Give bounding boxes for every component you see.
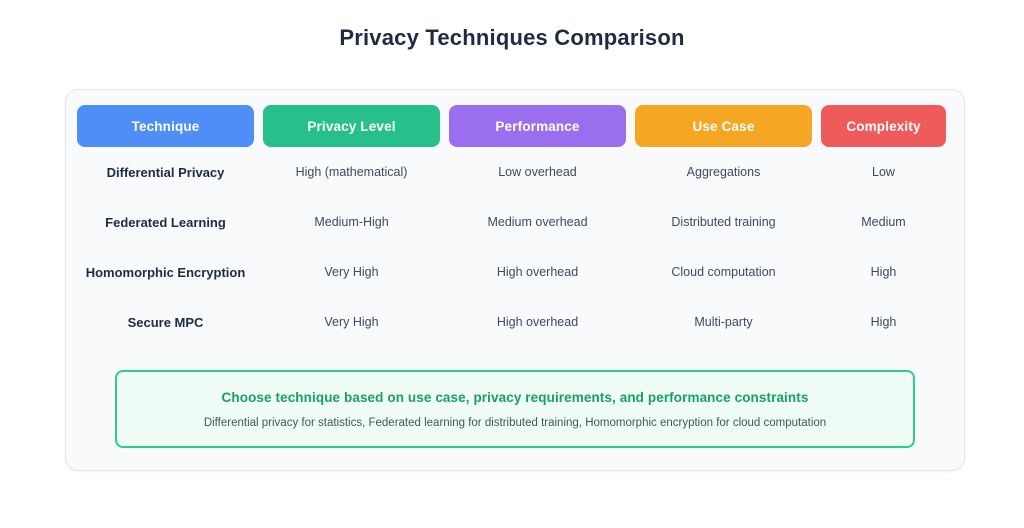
table-cell-privacy-level: High (mathematical) — [295, 165, 408, 179]
table-cell-technique: Differential Privacy — [106, 164, 225, 180]
table-cell-performance: High overhead — [496, 315, 579, 329]
recommendation-subtitle: Differential privacy for statistics, Fed… — [203, 416, 827, 429]
column-header-use-case-label: Use Case — [692, 118, 755, 134]
column-header-technique-label: Technique — [131, 118, 200, 134]
table-row: Secure MPC Very High High overhead Multi… — [77, 297, 955, 347]
page-title: Privacy Techniques Comparison — [339, 25, 685, 50]
table-cell-technique: Secure MPC — [127, 314, 204, 330]
column-header-performance[interactable]: Performance — [449, 105, 626, 147]
comparison-table: Technique Privacy Level Performance Use … — [77, 105, 955, 347]
column-header-privacy-level[interactable]: Privacy Level — [263, 105, 440, 147]
table-cell-privacy-level: Very High — [324, 265, 379, 279]
comparison-card: Technique Privacy Level Performance Use … — [65, 89, 965, 471]
table-cell-use-case: Aggregations — [686, 165, 761, 179]
table-cell-complexity: High — [870, 265, 897, 279]
table-cell-complexity: Low — [872, 165, 895, 179]
table-cell-performance: Low overhead — [498, 165, 577, 179]
column-header-use-case[interactable]: Use Case — [635, 105, 812, 147]
column-header-privacy-level-label: Privacy Level — [307, 118, 396, 134]
table-cell-use-case: Distributed training — [671, 215, 776, 229]
table-cell-use-case: Multi-party — [694, 315, 753, 329]
table-cell-privacy-level: Very High — [324, 315, 379, 329]
column-header-performance-label: Performance — [495, 118, 580, 134]
table-cell-privacy-level: Medium-High — [314, 215, 389, 229]
table-cell-use-case: Cloud computation — [671, 265, 776, 279]
table-cell-performance: Medium overhead — [487, 215, 588, 229]
table-cell-technique: Federated Learning — [105, 214, 226, 230]
table-row: Differential Privacy High (mathematical)… — [77, 147, 955, 197]
recommendation-callout: Choose technique based on use case, priv… — [115, 370, 915, 448]
table-row: Federated Learning Medium-High Medium ov… — [77, 197, 955, 247]
column-header-complexity-label: Complexity — [846, 118, 921, 134]
table-cell-performance: High overhead — [496, 265, 579, 279]
column-header-technique[interactable]: Technique — [77, 105, 254, 147]
column-header-complexity[interactable]: Complexity — [821, 105, 946, 147]
recommendation-title: Choose technique based on use case, priv… — [221, 389, 809, 405]
table-cell-complexity: Medium — [861, 215, 906, 229]
table-header-row: Technique Privacy Level Performance Use … — [77, 105, 955, 147]
table-cell-complexity: High — [870, 315, 897, 329]
table-cell-technique: Homomorphic Encryption — [85, 264, 246, 280]
table-row: Homomorphic Encryption Very High High ov… — [77, 247, 955, 297]
